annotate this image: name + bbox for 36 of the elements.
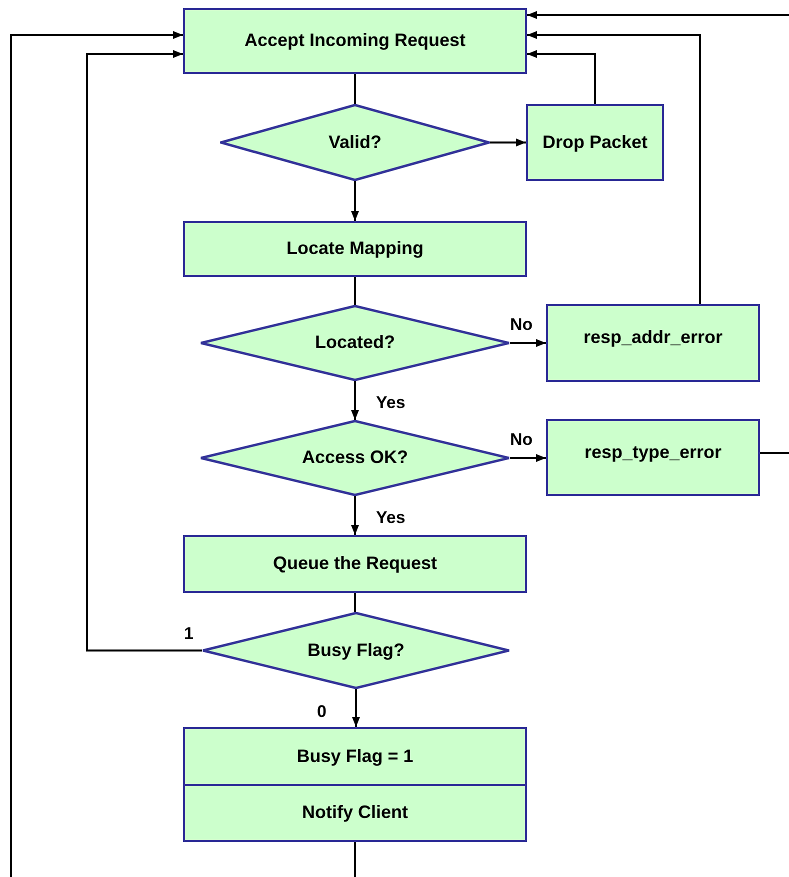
process-box: [183, 727, 527, 786]
node-label: Busy Flag = 1: [296, 744, 414, 768]
connector-arrow: [86, 50, 202, 652]
decision-diamond: [202, 612, 510, 689]
connector-arrow: [510, 339, 546, 347]
decision-diamond: [200, 420, 510, 496]
connector-arrow: [490, 138, 526, 146]
connector-arrow: [527, 11, 789, 19]
connector-arrow: [527, 31, 701, 304]
process-box: [546, 419, 760, 496]
connector-arrow: [510, 454, 546, 462]
process-box: [183, 221, 527, 277]
node-label: Accept Incoming Request: [244, 29, 466, 52]
connector-arrow: [352, 689, 360, 727]
process-box: [526, 104, 664, 181]
node-label: Located?: [314, 331, 395, 354]
node-label: resp_addr_error: [583, 326, 723, 349]
connector-arrow: [10, 31, 183, 877]
node-label: Drop Packet: [542, 130, 648, 154]
process-box: [183, 8, 527, 74]
connector-arrow: [351, 181, 359, 221]
node-label: Valid?: [328, 130, 382, 154]
decision-diamond: [220, 104, 490, 181]
node-label: Locate Mapping: [286, 237, 424, 260]
node-label: Notify Client: [302, 801, 408, 824]
connector-arrow: [351, 381, 359, 420]
process-box: [183, 784, 527, 842]
node-label: Queue the Request: [272, 552, 438, 576]
node-label: resp_type_error: [584, 441, 722, 464]
process-box: [183, 535, 527, 593]
node-label: Access OK?: [302, 446, 408, 470]
decision-diamond: [200, 305, 510, 381]
connector-arrow: [351, 496, 359, 535]
node-label: Busy Flag?: [307, 638, 404, 662]
connector-arrow: [527, 50, 596, 104]
process-box: [546, 304, 760, 382]
